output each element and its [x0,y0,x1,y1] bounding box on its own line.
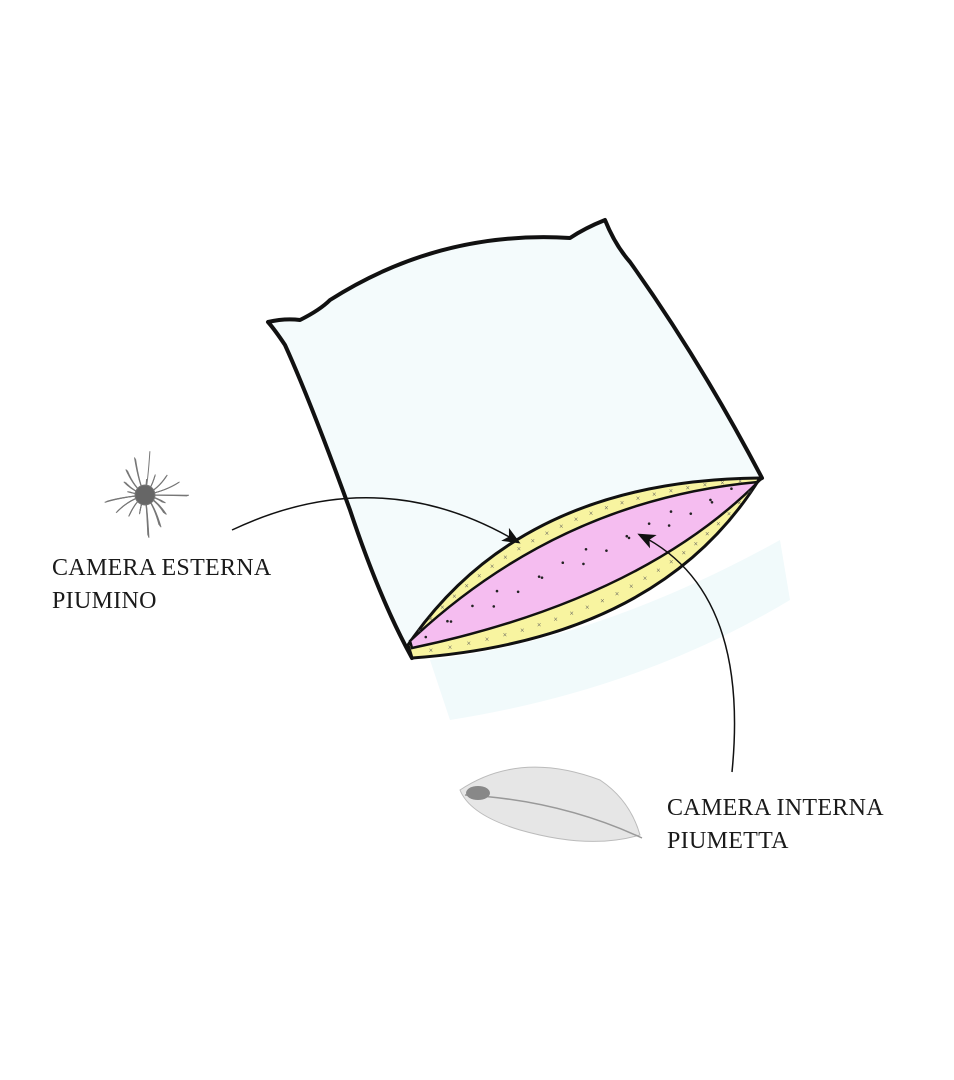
fill-mark: × [747,487,752,496]
fill-mark: × [703,481,708,490]
fill-mark: × [652,490,657,499]
fill-mark: × [720,479,725,488]
outer-chamber-label: CAMERA ESTERNA PIUMINO [52,552,272,618]
fill-mark: × [569,609,574,618]
fill-mark: × [574,515,579,524]
fill-dot [584,547,588,551]
fill-mark: × [585,603,590,612]
inner-chamber-label: CAMERA INTERNA PIUMETTA [667,792,884,858]
fill-mark: × [452,592,457,601]
arrow-inner [637,533,736,773]
fill-mark: × [656,566,661,575]
fill-dot [689,512,693,515]
fill-mark: × [669,557,674,566]
fill-mark: × [620,499,625,508]
fill-dot [710,500,714,504]
fill-dot [516,590,520,594]
fill-dot [446,619,449,623]
fill-mark: × [727,509,732,518]
fill-dot [730,487,733,491]
fill-mark: × [559,522,564,531]
fill-mark: × [685,483,690,492]
fill-mark: × [693,539,698,548]
outer-label-line2: PIUMINO [52,588,157,614]
feather-icon [459,766,643,842]
fill-mark: × [520,626,525,635]
inner-label-line1: CAMERA INTERNA [667,795,884,821]
fill-mark: × [600,596,605,605]
fill-mark: × [428,614,433,623]
outer-label-line1: CAMERA ESTERNA [52,555,272,581]
fill-dot [627,536,631,540]
fill-dot [749,490,753,493]
fill-dot [625,534,629,538]
fill-dots: × × × × × × × × × × × × × × × × × × × × × × × × × × × × × × × × × × × × × × × ×… [417,477,753,655]
fill-mark: × [604,504,609,513]
fill-dot [582,562,585,566]
fill-mark: × [517,544,522,553]
fill-mark: × [629,582,634,591]
fill-dot [605,549,608,552]
fill-dot [424,635,428,639]
fill-mark: × [503,553,508,562]
fill-mark: × [669,486,674,495]
fill-mark: × [615,589,620,598]
fill-mark: × [705,530,710,539]
inner-label-line2: PIUMETTA [667,828,789,854]
fill-dot [471,604,474,608]
fill-dot [647,522,651,525]
fill-dot [495,589,499,593]
fill-mark: × [490,562,495,571]
fill-mark: × [589,509,594,518]
pillow-outline [266,218,764,660]
fill-mark: × [545,529,550,538]
fill-dot [537,575,541,578]
fill-mark: × [503,631,508,640]
fill-mark: × [477,571,482,580]
fill-mark: × [716,520,721,529]
pillow-shadow [430,540,790,720]
fill-mark: × [448,643,453,652]
fill-dot [449,620,453,623]
fill-mark: × [530,536,535,545]
fill-mark: × [537,621,542,630]
fill-dot [492,605,496,608]
fill-mark: × [738,477,743,486]
arrow-outer [231,497,521,544]
down-core [134,484,156,506]
fill-dot [669,510,673,513]
fill-mark: × [417,626,422,635]
fill-mark: × [737,499,742,508]
fill-mark: × [636,494,641,503]
fill-mark: × [553,615,558,624]
fill-mark: × [464,581,469,590]
fill-mark: × [429,646,434,655]
fill-mark: × [440,603,445,612]
fill-dot [667,524,671,527]
fill-mark: × [485,635,490,644]
fill-mark: × [643,574,648,583]
fill-mark: × [466,639,471,648]
down-cluster-icon [104,451,190,538]
fill-mark: × [681,549,686,558]
fill-dot [540,576,544,579]
fill-dot [709,498,712,502]
fill-dot [561,561,565,565]
